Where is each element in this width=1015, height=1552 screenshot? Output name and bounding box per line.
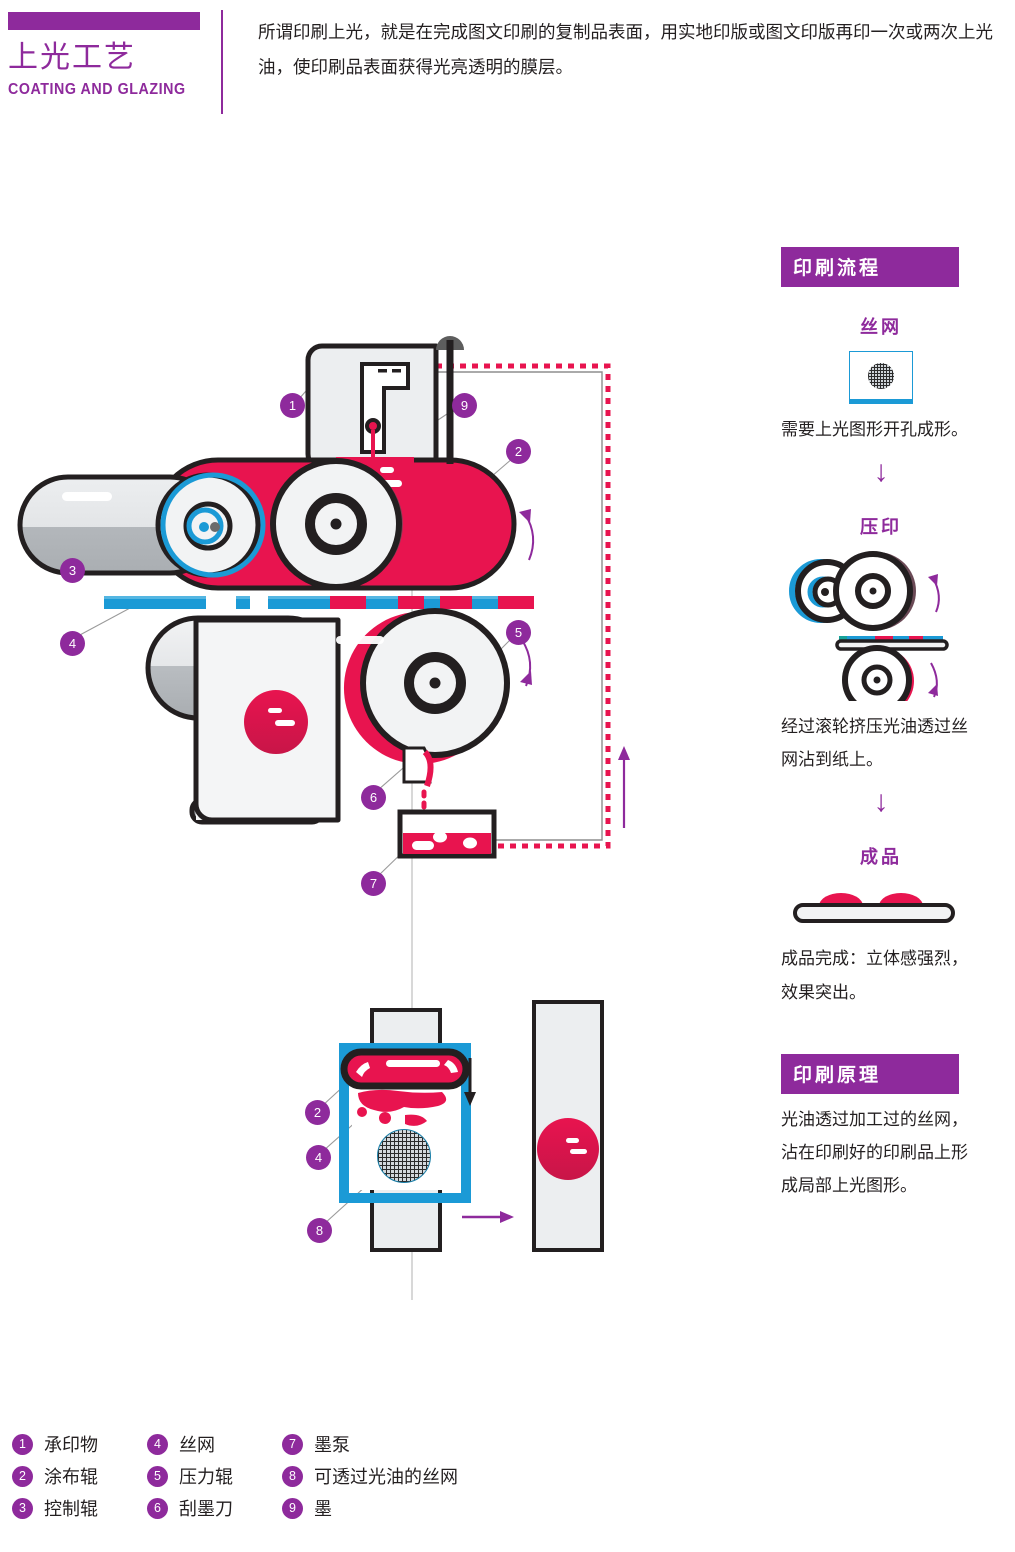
press-rollers-icon — [781, 551, 981, 716]
ink-arm — [436, 336, 464, 464]
diagram-artwork — [17, 336, 630, 1300]
marker-1[interactable]: 1 — [280, 393, 305, 418]
marker-3[interactable]: 3 — [60, 558, 85, 583]
screen-printing-detail — [339, 1000, 604, 1252]
legend-label: 墨泵 — [314, 1435, 350, 1456]
finished-sheet-icon — [781, 881, 981, 933]
step-title-screen: 丝网 — [860, 317, 902, 338]
marker-8[interactable]: 8 — [307, 1218, 332, 1243]
legend-bullet: 1 — [12, 1433, 33, 1455]
marker-2[interactable]: 2 — [506, 439, 531, 464]
step-title-product: 成品 — [860, 847, 902, 869]
legend-item[interactable]: 7 墨泵 — [282, 1428, 562, 1460]
step-text-screen: 需要上光图形开孔成形。 — [781, 420, 968, 440]
legend-label: 刮墨刀 — [179, 1499, 233, 1520]
rotation-arrow-bottom — [520, 639, 532, 687]
step-text-press: 经过滚轮挤压光油透过丝网沾到纸上。 — [781, 717, 968, 771]
ink-pump — [397, 809, 497, 859]
legend-bullet: 7 — [282, 1433, 303, 1455]
legend-bullet: 3 — [12, 1497, 33, 1519]
legend-item[interactable]: 9 墨 — [282, 1492, 562, 1524]
control-roller — [17, 472, 266, 578]
header-divider — [221, 10, 223, 114]
marker-7[interactable]: 7 — [361, 871, 386, 896]
legend-bullet: 2 — [12, 1465, 33, 1487]
legend-label: 控制辊 — [44, 1499, 98, 1520]
coating-roller — [270, 458, 403, 590]
legend-item[interactable]: 6 刮墨刀 — [147, 1492, 287, 1524]
legend-item[interactable]: 1 承印物 — [12, 1428, 152, 1460]
intro-paragraph: 所谓印刷上光，就是在完成图文印刷的复制品表面，用实地印版或图文印版再印一次或两次… — [258, 23, 993, 78]
legend-item[interactable]: 4 丝网 — [147, 1428, 287, 1460]
page-subtitle: COATING AND GLAZING — [8, 80, 186, 98]
legend-column-1: 1 承印物 2 涂布辊 3 控制辊 — [12, 1428, 152, 1524]
step-arrow-1-icon: ↓ — [873, 455, 889, 489]
paper-sheet — [189, 617, 384, 825]
legend-bullet: 5 — [147, 1465, 168, 1487]
legend-label: 压力辊 — [179, 1467, 233, 1488]
mesh-dot-icon — [868, 362, 894, 389]
marker-9[interactable]: 9 — [452, 393, 477, 418]
legend-label: 丝网 — [179, 1435, 215, 1456]
marker-5[interactable]: 5 — [506, 620, 531, 645]
step-text-product: 成品完成：立体感强烈，效果突出。 — [781, 949, 968, 1003]
substrate-web — [104, 596, 534, 609]
legend-bullet: 9 — [282, 1497, 303, 1519]
title-block: 上光工艺 COATING AND GLAZING — [8, 12, 204, 99]
doctor-blade — [402, 746, 434, 821]
rotation-arrow-top — [519, 509, 535, 561]
legend-bullet: 4 — [147, 1433, 168, 1455]
legend-item[interactable]: 3 控制辊 — [12, 1492, 152, 1524]
mesh-texture-bottom — [378, 1130, 430, 1182]
pressure-roller — [343, 608, 510, 764]
legend-column-3: 7 墨泵 8 可透过光油的丝网 9 墨 — [282, 1428, 562, 1524]
marker-4[interactable]: 4 — [60, 631, 85, 656]
marker-6[interactable]: 6 — [361, 785, 386, 810]
legend-label: 涂布辊 — [44, 1467, 98, 1488]
step-arrow-2-icon: ↓ — [873, 785, 889, 819]
page-title: 上光工艺 — [8, 40, 136, 75]
title-accent-bar — [8, 12, 200, 30]
principle-text: 光油透过加工过的丝网，沾在印刷好的印刷品上形成局部上光图形。 — [781, 1109, 968, 1196]
step-title-press: 压印 — [860, 517, 902, 539]
legend-column-2: 4 丝网 5 压力辊 6 刮墨刀 — [147, 1428, 287, 1524]
legend-label: 可透过光油的丝网 — [314, 1467, 458, 1488]
legend-label: 承印物 — [44, 1435, 98, 1456]
screen-mesh-icon — [849, 351, 913, 404]
marker-4-bottom[interactable]: 4 — [306, 1145, 331, 1170]
legend-item[interactable]: 2 涂布辊 — [12, 1460, 152, 1492]
sidebar-heading-principle: 印刷原理 — [781, 1053, 959, 1094]
sidebar: 印刷流程 丝网 需要上光图形开孔成形。 ↓ 压印 — [781, 247, 981, 1203]
legend-bullet: 8 — [282, 1465, 303, 1487]
coating-machine-diagram: 1 9 2 3 4 5 6 7 2 4 8 — [0, 300, 760, 1300]
ink-circuit — [424, 363, 611, 849]
legend-label: 墨 — [314, 1499, 332, 1520]
legend-item[interactable]: 5 压力辊 — [147, 1460, 287, 1492]
ink-return-arrow — [618, 746, 630, 828]
marker-2-bottom[interactable]: 2 — [305, 1100, 330, 1125]
legend-item[interactable]: 8 可透过光油的丝网 — [282, 1460, 562, 1492]
sidebar-heading-process: 印刷流程 — [781, 247, 959, 287]
page-header: 上光工艺 COATING AND GLAZING 所谓印刷上光，就是在完成图文印… — [0, 0, 1015, 140]
legend-bullet: 6 — [147, 1497, 168, 1519]
